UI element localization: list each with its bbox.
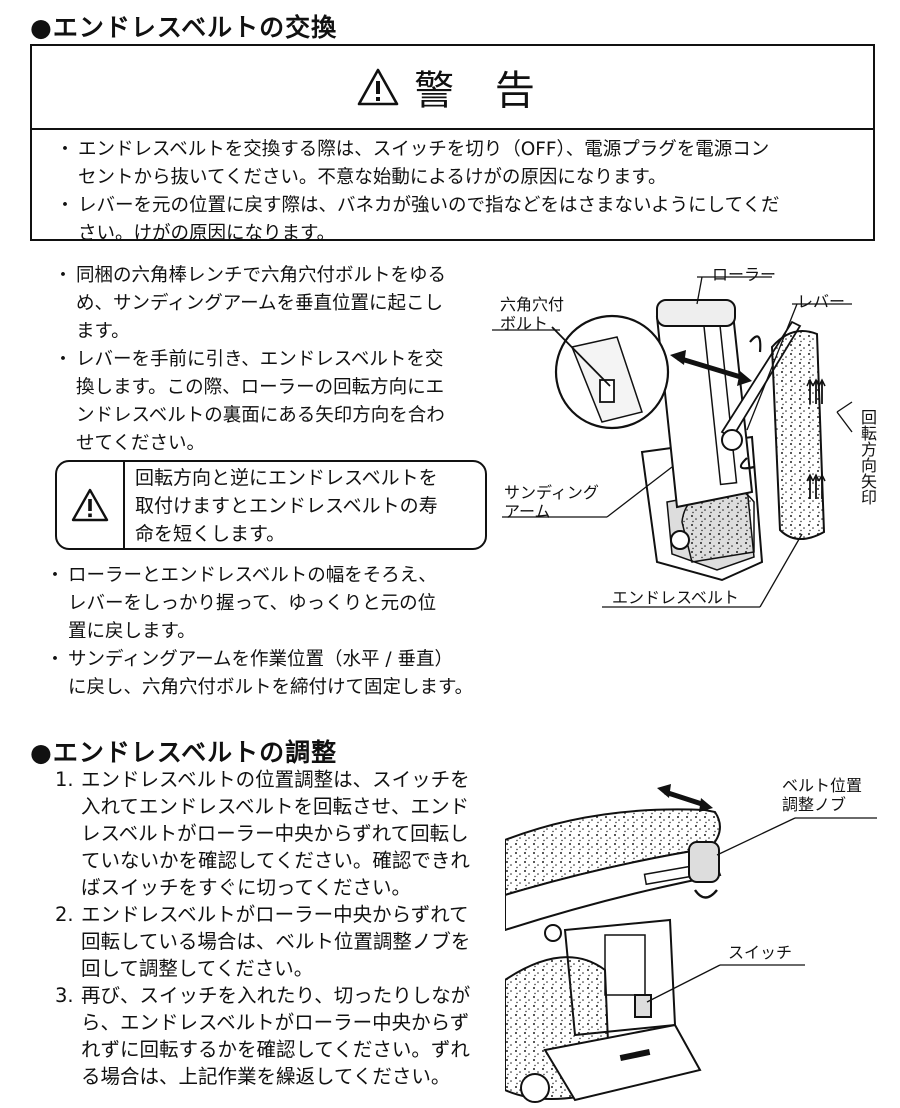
caution-box: 回転方向と逆にエンドレスベルトを 取付けますとエンドレスベルトの寿 命を短くしま… <box>55 460 487 550</box>
step-line: ローラーとエンドレスベルトの幅をそろえ、 <box>68 565 437 586</box>
warning-line: エンドレスベルトを交換する際は、スイッチを切り（OFF）、電源プラグを電源コン <box>78 139 770 160</box>
caution-triangle-icon <box>71 488 109 522</box>
section-heading-belt-replacement: ●エンドレスベルトの交換 <box>30 13 338 42</box>
warning-title: 警 告 <box>414 68 549 114</box>
belt-replacement-illustration <box>492 276 853 608</box>
step-number: 2. <box>55 903 74 926</box>
label-roller: ローラー <box>712 265 777 284</box>
step-line: エンドレスベルトがローラー中央からずれて <box>81 903 469 926</box>
label-belt-position-knob: ベルト位置 調整ノブ <box>782 776 863 814</box>
warning-box: 警 告 ・エンドレスベルトを交換する際は、スイッチを切り（OFF）、電源プラグを… <box>30 44 875 244</box>
caution-line: 命を短くします。 <box>135 523 286 545</box>
step-line: れずに回転するかを確認してください。ずれ <box>81 1038 470 1061</box>
step-line: ていないかを確認してください。確認できれ <box>81 849 470 872</box>
step-line: 回転している場合は、ベルト位置調整ノブを <box>81 930 471 953</box>
step-line: 入れてエンドレスベルトを回転させ、エンド <box>81 795 470 818</box>
step-line: め、サンディングアームを垂直位置に起こし <box>76 293 444 314</box>
warning-line: レバーを元の位置に戻す際は、バネカが強いので指などをはさまないようにしてくだ <box>78 195 780 216</box>
step-line: レバーをしっかり握って、ゆっくりと元の位 <box>68 593 437 614</box>
belt-adjustment-illustration <box>505 784 877 1103</box>
step-line: ら、エンドレスベルトがローラー中央からず <box>81 1011 470 1034</box>
step-line: 再び、スイッチを入れたり、切ったりしなが <box>81 984 471 1007</box>
step-line: ます。 <box>76 321 130 342</box>
step-line: 同梱の六角棒レンチで六角穴付ボルトをゆる <box>76 265 447 286</box>
section-heading-belt-adjustment: ●エンドレスベルトの調整 <box>30 738 338 767</box>
bullet: ・ <box>55 195 75 216</box>
replacement-steps-b: ・ローラーとエンドレスベルトの幅をそろえ、 レバーをしっかり握って、ゆっくりと元… <box>42 562 502 702</box>
warning-header: 警 告 <box>32 46 873 130</box>
step-line: ばスイッチをすぐに切ってください。 <box>81 876 411 899</box>
step-line: 置に戻します。 <box>68 621 196 642</box>
adjustment-steps: 1. エンドレスベルトの位置調整は、スイッチを 入れてエンドレスベルトを回転させ、… <box>55 766 495 1090</box>
replacement-steps-a: ・同梱の六角棒レンチで六角穴付ボルトをゆる め、サンディングアームを垂直位置に起… <box>50 262 490 458</box>
step-number: 1. <box>55 768 74 791</box>
caution-line: 回転方向と逆にエンドレスベルトを <box>135 467 438 489</box>
label-lever: レバー <box>797 292 846 311</box>
step-line: レバーを手前に引き、エンドレスベルトを交 <box>76 349 444 370</box>
step-line: せてください。 <box>76 433 205 454</box>
label-endless-belt: エンドレスベルト <box>612 588 739 607</box>
step-line: ンドレスベルトの裏面にある矢印方向を合わ <box>76 405 445 426</box>
label-hex-bolt: 六角穴付 ボルト <box>500 295 565 333</box>
step-line: サンディングアームを作業位置（水平 / 垂直） <box>68 649 454 670</box>
step-line: レスベルトがローラー中央からずれて回転し <box>81 822 469 845</box>
step-line: る場合は、上記作業を繰返してください。 <box>81 1065 451 1088</box>
label-rotation-arrow: 回 転 方 向 矢 印 <box>861 408 878 507</box>
warning-triangle-icon <box>357 68 399 106</box>
label-switch: スイッチ <box>728 943 793 962</box>
caution-line: 取付けますとエンドレスベルトの寿 <box>135 495 438 517</box>
warning-line: さい。けがの原因になります。 <box>78 223 336 244</box>
step-number: 3. <box>55 984 74 1007</box>
step-line: 換します。この際、ローラーの回転方向にエ <box>76 377 445 398</box>
step-line: に戻し、六角穴付ボルトを締付けて固定します。 <box>68 677 474 698</box>
step-line: エンドレスベルトの位置調整は、スイッチを <box>81 768 470 791</box>
warning-line: セントから抜いてください。不意な始動によるけがの原因になります。 <box>78 167 667 188</box>
bullet: ・ <box>55 139 75 160</box>
step-line: 回して調整してください。 <box>81 957 314 980</box>
label-sanding-arm: サンディング アーム <box>504 483 599 521</box>
